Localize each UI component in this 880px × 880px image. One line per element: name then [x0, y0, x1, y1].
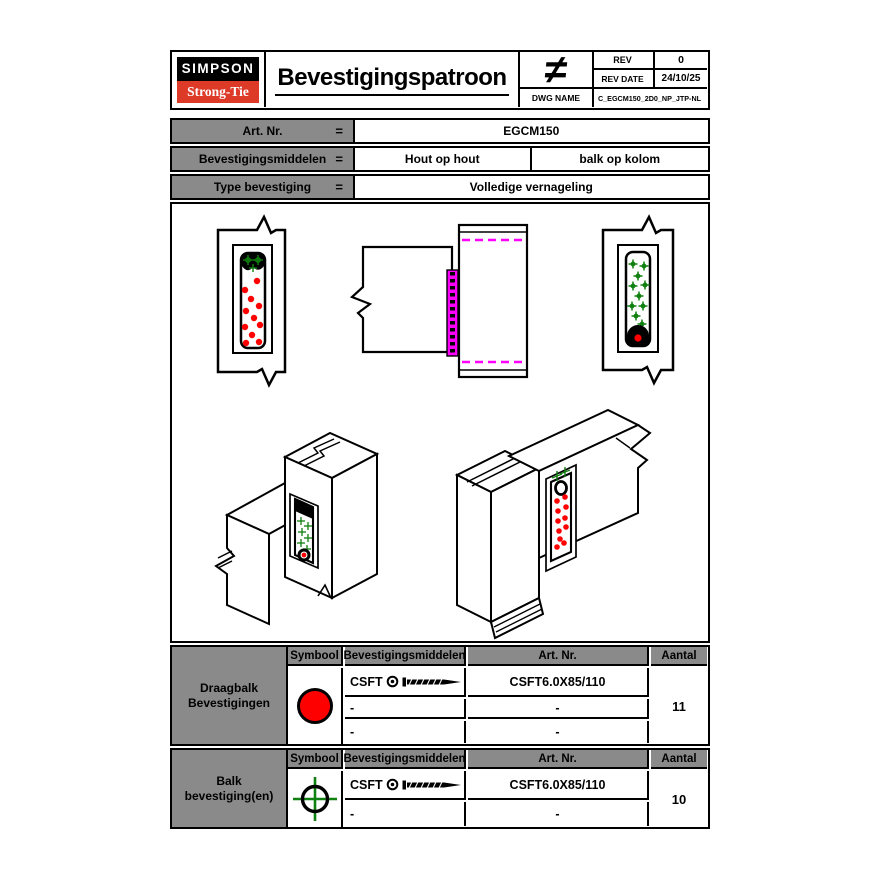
info-label-text: Bevestigingsmiddelen [198, 152, 327, 166]
fastener-cell-empty: - [345, 802, 466, 826]
rev-date-value: 24/10/25 [655, 70, 707, 89]
screw-head-icon [386, 778, 398, 791]
col-header-bevestigingsmiddelen: Bevestigingsmiddelen [343, 647, 466, 666]
equals-sign: = [335, 123, 343, 139]
col-header-aantal: Aantal [651, 750, 707, 769]
artnr-value: CSFT6.0X85/110 [468, 771, 649, 800]
aantal-value-draagbalk: 11 [672, 698, 686, 714]
info-label-middelen: Bevestigingsmiddelen = [170, 146, 355, 172]
symbol-cell-balk [288, 771, 343, 827]
info-value-balk-op-kolom: balk op kolom [529, 146, 710, 172]
side-view-connection [349, 223, 529, 379]
artnr-value: CSFT6.0X85/110 [468, 668, 649, 697]
info-label-artnr: Art. Nr. = [170, 118, 355, 144]
logo-strongtie: Strong-Tie [177, 80, 259, 103]
col-header-symbool: Symbool [288, 647, 343, 666]
sheet: SIMPSON Strong-Tie Bevestigingspatroon ≠… [170, 47, 710, 829]
col-header-symbool: Symbool [288, 750, 343, 769]
drawing-area [170, 202, 710, 643]
symbol-cell-draagbalk [288, 668, 343, 744]
info-value-artnr: EGCM150 [352, 118, 710, 144]
iso-view-beam-slot [454, 408, 652, 640]
screw-icon [402, 780, 461, 789]
info-label-type: Type bevestiging = [170, 174, 355, 200]
info-label-text: Type bevestiging [213, 180, 312, 194]
rev-label: REV [592, 52, 655, 70]
fastener-cell: CSFT [345, 668, 466, 697]
fastener-table-draagbalk: Draagbalk Bevestigingen Symbool Bevestig… [170, 645, 710, 746]
fastener-table-balk: Balk bevestiging(en) Symbool Bevestiging… [170, 748, 710, 829]
brand-logo: SIMPSON Strong-Tie [172, 52, 266, 107]
info-row-type: Type bevestiging = Volledige vernageling [170, 174, 710, 200]
col-header-aantal: Aantal [651, 647, 707, 666]
group-label-balk: Balk bevestiging(en) [172, 750, 288, 827]
artnr-value-empty: - [468, 802, 649, 826]
fastener-label: CSFT [350, 777, 383, 792]
iso-view-column-face [214, 431, 380, 626]
info-row-artnr: Art. Nr. = EGCM150 [170, 118, 710, 144]
red-circle-symbol-icon [296, 688, 333, 724]
col-header-artnr: Art. Nr. [468, 647, 649, 666]
equals-sign: = [335, 151, 343, 167]
dwg-name-label: DWG NAME [518, 89, 594, 107]
group-label-draagbalk: Draagbalk Bevestigingen [172, 647, 288, 744]
logo-simpson: SIMPSON [177, 56, 259, 81]
info-value-type: Volledige vernageling [352, 174, 710, 200]
technical-drawing [214, 214, 675, 640]
fastener-cell-empty: - [345, 699, 466, 719]
group-label-text: Draagbalk Bevestigingen [187, 681, 271, 710]
equals-sign: = [335, 179, 343, 195]
info-row-middelen: Bevestigingsmiddelen = Hout op hout balk… [170, 146, 710, 172]
rev-date-label: REV DATE [592, 70, 655, 89]
rev-value: 0 [655, 52, 707, 70]
green-crosshair-symbol-icon [292, 777, 337, 821]
col-header-artnr: Art. Nr. [468, 750, 649, 769]
not-equal-icon: ≠ [542, 47, 570, 92]
not-equal-symbol-cell: ≠ [518, 47, 594, 92]
dwg-name-value: C_EGCM150_2D0_NP_JTP-NL [597, 93, 702, 103]
screw-icon [402, 677, 461, 686]
artnr-value-empty: - [468, 721, 649, 743]
page-title: Bevestigingspatroon [266, 52, 518, 107]
fastener-cell-empty: - [345, 721, 466, 743]
fastener-cell: CSFT [345, 771, 466, 800]
front-view-column-side [601, 214, 675, 386]
artnr-value-empty: - [468, 699, 649, 719]
info-value-hout-op-hout: Hout op hout [352, 146, 532, 172]
page-title-text: Bevestigingspatroon [275, 64, 509, 96]
aantal-value-balk: 10 [671, 791, 687, 807]
col-header-bevestigingsmiddelen: Bevestigingsmiddelen [343, 750, 466, 769]
front-view-beam-side [216, 214, 287, 388]
info-label-text: Art. Nr. [242, 124, 283, 138]
group-label-text: Balk bevestiging(en) [184, 774, 274, 803]
title-block: SIMPSON Strong-Tie Bevestigingspatroon ≠… [170, 47, 710, 110]
screw-head-icon [386, 675, 398, 688]
fastener-label: CSFT [350, 674, 383, 689]
